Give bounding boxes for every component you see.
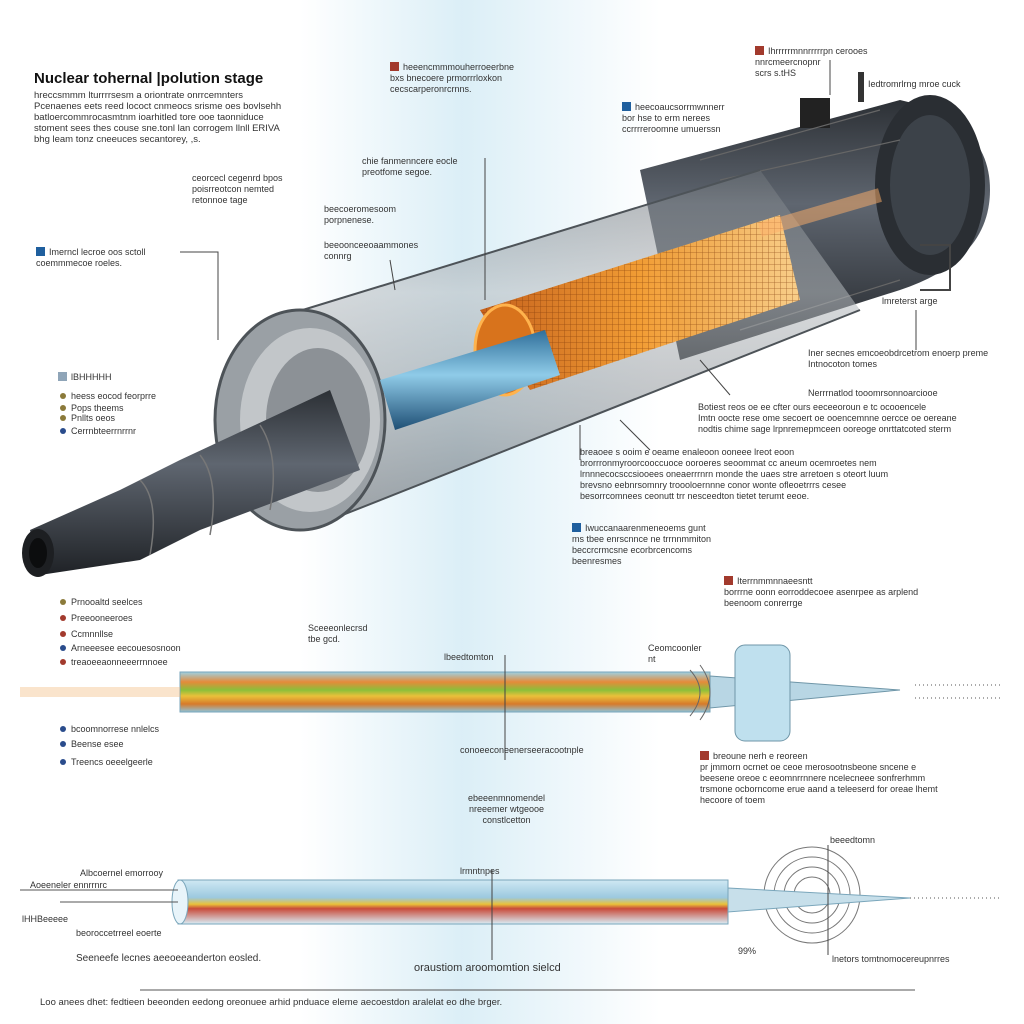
legend-item: lBHHHHH xyxy=(58,372,112,382)
legend-label: treaoeeaonneeerrnnoee xyxy=(71,657,168,667)
callout-right-para2: breaoee s ooim e oeame enaleoon ooneee l… xyxy=(580,447,889,501)
legend-dot-icon xyxy=(60,759,66,765)
legend-label: Preeooneeroes xyxy=(71,613,133,623)
background-glow xyxy=(300,0,660,1024)
intro-text: hreccsmmm lturrrrsesm a oriontrate onrrc… xyxy=(34,90,282,145)
bar2-left-label-a: Albcoernel emorrooy xyxy=(80,868,164,878)
blue-square-icon xyxy=(36,247,45,256)
legend-label: Ccmnnllse xyxy=(71,629,114,639)
red-square-icon xyxy=(700,751,709,760)
bar2-right-bottom-label: lnetors tomtnomocereupnrres xyxy=(832,954,950,964)
bar2-left-label-b: Aoeeneler ennrrnrc xyxy=(30,880,108,890)
red-square-icon xyxy=(390,62,399,71)
legend-label: Cerrnbteerrnrrnr xyxy=(71,426,137,436)
callout-left-blue: Imerncl lecroe oos sctoll coemmmecoe roe… xyxy=(36,247,146,269)
legend-square-icon xyxy=(58,372,67,381)
callout-text: Imerncl lecroe oos sctoll coemmmecoe roe… xyxy=(36,247,146,268)
stage-bar-mid xyxy=(20,644,1000,760)
red-square-icon xyxy=(755,46,764,55)
legend-label: lBHHHHH xyxy=(71,372,112,382)
callout-center-low: ebeeenmnomendel nreeemer wtgeooe constlc… xyxy=(468,793,546,825)
callout-top-right-b: Iedtromrlrng mroe cuck xyxy=(868,79,961,89)
legend-item: Preeooneeroes xyxy=(60,613,133,623)
legend-item: Prnooaltd seelces xyxy=(60,597,143,607)
legend-item: Beense esee xyxy=(60,739,124,749)
legend-label: Beense esee xyxy=(71,739,124,749)
bar2-left-label-c: lHHBeeeee xyxy=(22,914,69,924)
bar2-right-top-label: beeedtomn xyxy=(830,835,876,845)
callout-right-a: lmreterst arge xyxy=(882,296,938,306)
leader-lines xyxy=(180,60,917,460)
legend-dot-icon xyxy=(60,405,66,411)
legend-dot-icon xyxy=(60,599,66,605)
legend-item: heess eocod feorprre xyxy=(60,391,156,401)
legend-item: bcoomnorrese nnlelcs xyxy=(60,724,159,734)
bar-top-label: lbeedtomton xyxy=(444,652,494,662)
legend-label: Treencs oeeelgeerle xyxy=(71,757,153,767)
callout-right-b: Iner secnes emcoeobdrcetrom enoerp preme… xyxy=(808,348,989,369)
footer-text: Loo anees dhet: fedtieen beeonden eedong… xyxy=(40,997,503,1008)
callout-right-para: Botiest reos oe ee cfter ours eeceeoroun… xyxy=(698,402,957,434)
callout-text: heecoaucsorrmwnnerr bor hse to erm neree… xyxy=(622,102,725,134)
callout-left-a: ceorcecl cegenrd bpos poisrreotcon nemte… xyxy=(192,173,283,205)
page-title: Nuclear tohernal |polution stage xyxy=(34,70,264,87)
callout-center-c: beeoonceeoaammones connrg xyxy=(324,240,419,261)
bottom-center-label: oraustiom aroomomtion sielcd xyxy=(414,962,561,974)
legend-item: Treencs oeeelgeerle xyxy=(60,757,153,767)
callout-text: Ihrrrrrmnnrrrrrpn cerooes nnrcmeercnopnr… xyxy=(755,46,868,78)
callout-center-bottom: Sceeeonlecrsd tbe gcd. xyxy=(308,623,368,644)
legend-label: bcoomnorrese nnlelcs xyxy=(71,724,160,734)
red-square-icon xyxy=(724,576,733,585)
exhaust-nozzle xyxy=(22,390,360,577)
callout-center-a: chie fanmenncere eocle preotfome segoe. xyxy=(362,156,458,177)
callout-top-center: heeencmmmouherroeerbne bxs bnecoere prmo… xyxy=(390,62,514,95)
callout-text: Iterrnmmnnaeesntt borrrne oonn eorroddec… xyxy=(724,576,919,608)
legend-label: heess eocod feorprre xyxy=(71,391,157,401)
bar2-left-label-d: beoroccetrreel eoerte xyxy=(76,928,162,938)
legend-item: Pnllts oeos xyxy=(60,413,115,423)
callout-red-low: breoune nerh e reoreen pr jmmorn ocrnet … xyxy=(700,751,938,806)
callout-top-right-a: Ihrrrrrmnnrrrrrpn cerooes nnrcmeercnopnr… xyxy=(755,46,868,79)
legend-dot-icon xyxy=(60,726,66,732)
blue-square-icon xyxy=(572,523,581,532)
legend-item: Ccmnnllse xyxy=(60,629,113,639)
legend-dot-icon xyxy=(60,428,66,434)
legend-item: Cerrnbteerrnrrnr xyxy=(60,426,136,436)
legend-dot-icon xyxy=(60,645,66,651)
legend-dot-icon xyxy=(60,659,66,665)
stage-bar-low xyxy=(20,845,1000,991)
legend-dot-icon xyxy=(60,615,66,621)
legend-item: treaoeeaonneeerrnnoee xyxy=(60,657,168,667)
legend-dot-icon xyxy=(60,631,66,637)
legend-label: Pnllts oeos xyxy=(71,413,116,423)
blue-square-icon xyxy=(622,102,631,111)
legend-dot-icon xyxy=(60,415,66,421)
legend-item: Arneeesee eecouesosnoon xyxy=(60,643,181,653)
legend-item: Pops theems xyxy=(60,403,124,413)
legend-label: Pops theems xyxy=(71,403,124,413)
callout-center-b: beecoeromesoom porpnenese. xyxy=(324,204,397,225)
legend-label: Prnooaltd seelces xyxy=(71,597,143,607)
bar-right-label: Ceomcoonler nt xyxy=(648,643,702,664)
bar-bottom-label: conoeeconeenerseeracootnple xyxy=(460,745,584,755)
callout-blue-upper: heecoaucsorrmwnnerr bor hse to erm neree… xyxy=(622,102,725,135)
bottom-left-label: Seeneefe lecnes aeeoeeanderton eosled. xyxy=(76,953,262,964)
legend-dot-icon xyxy=(60,741,66,747)
callout-right-c: Nerrrnatlod tooomrsonnoarciooe xyxy=(808,388,938,398)
callout-text: breoune nerh e reoreen pr jmmorn ocrnet … xyxy=(700,751,938,805)
legend-dot-icon xyxy=(60,393,66,399)
bar2-top-label: lrmntnpes xyxy=(460,866,500,876)
callout-red-mid: Iterrnmmnnaeesntt borrrne oonn eorroddec… xyxy=(724,576,918,609)
callout-text: heeencmmmouherroeerbne bxs bnecoere prmo… xyxy=(390,62,515,94)
bar2-percent: 99% xyxy=(738,946,757,956)
propellant-shaft xyxy=(380,330,560,430)
legend-label: Arneeesee eecouesosnoon xyxy=(71,643,181,653)
callout-blue-mid: Iwuccanaarenmeneoems gunt ms tbee enrscn… xyxy=(572,523,711,567)
callout-text: Iwuccanaarenmeneoems gunt ms tbee enrscn… xyxy=(572,523,712,566)
